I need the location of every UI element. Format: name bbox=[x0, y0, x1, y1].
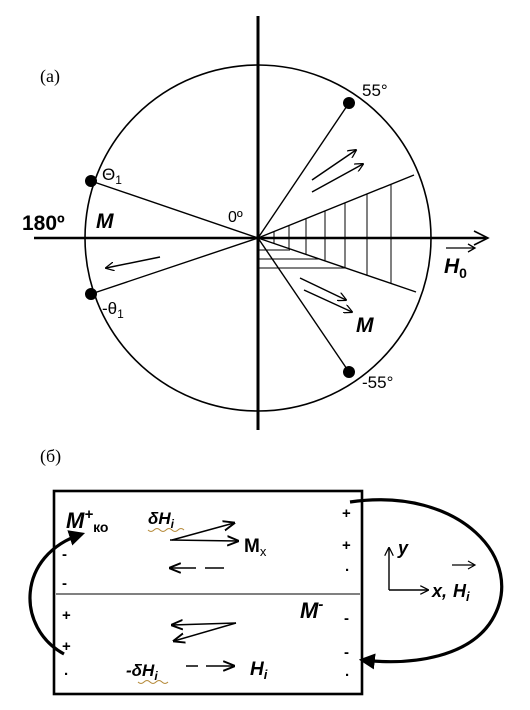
charge-left-top-1: - bbox=[62, 546, 67, 563]
label-theta1: Θ1 bbox=[102, 165, 122, 187]
minus-delta-hi-underline bbox=[137, 680, 169, 684]
dot-minus-theta1 bbox=[85, 288, 97, 300]
arrow-lower-1 bbox=[299, 277, 346, 300]
charge-right-top-2: + bbox=[342, 537, 351, 554]
panel-a-label: (a) bbox=[40, 66, 60, 87]
label-minus55: -55° bbox=[362, 373, 393, 392]
charge-right-bottom-1: - bbox=[344, 610, 349, 627]
upper-field-arrow-2 bbox=[169, 540, 238, 541]
inset-y-label: y bbox=[397, 538, 409, 558]
charge-left-bottom-2: + bbox=[62, 638, 71, 655]
label-0: 0º bbox=[228, 209, 243, 226]
charge-left-bottom-1: + bbox=[62, 607, 71, 624]
upper-field-arrow-1 bbox=[171, 523, 234, 541]
radius-55 bbox=[257, 102, 350, 239]
charge-left-top-2: - bbox=[62, 575, 67, 592]
surface-charges: + + . - - + + . - - . bbox=[62, 505, 351, 680]
label-m-right: M bbox=[356, 314, 374, 337]
label-minus-theta1: -θ1 bbox=[102, 299, 124, 321]
dot-55 bbox=[343, 97, 355, 109]
label-55: 55° bbox=[362, 81, 388, 100]
charge-right-top-3: . bbox=[345, 558, 349, 575]
arrow-left bbox=[106, 256, 161, 268]
label-hi: Hi bbox=[250, 659, 268, 682]
label-delta-hi: δHi bbox=[148, 509, 175, 531]
label-180: 180º bbox=[22, 212, 65, 235]
svg-text:H0: H0 bbox=[444, 255, 467, 281]
label-minus-delta-hi: -δHi bbox=[126, 661, 158, 683]
label-m-minus: M- bbox=[300, 596, 323, 623]
inset-h-label: Hi bbox=[452, 560, 477, 604]
radius-upper-domain bbox=[257, 174, 415, 239]
dot-minus55 bbox=[343, 366, 355, 378]
charge-left-bottom-3: . bbox=[64, 662, 68, 679]
charge-right-top-1: + bbox=[342, 505, 351, 522]
radius-minus55 bbox=[257, 237, 350, 373]
label-m-plus-ko: M+ко bbox=[66, 506, 108, 535]
lower-field-arrow-1 bbox=[172, 623, 237, 625]
radius-minus-theta1 bbox=[90, 237, 259, 295]
panel-b-label: (б) bbox=[40, 446, 61, 467]
sample-rectangle bbox=[52, 489, 364, 696]
h0-label: H0 bbox=[444, 243, 477, 281]
lower-field-arrow-2 bbox=[174, 622, 237, 641]
panel-b: (б) y x, Hi M+ко δHi Mx -δHi bbox=[28, 446, 504, 696]
label-m-left: M bbox=[96, 210, 114, 233]
svg-text:Hi: Hi bbox=[453, 581, 470, 604]
dot-theta1 bbox=[85, 175, 97, 187]
inset-x-label: x, bbox=[431, 581, 447, 601]
right-curved-arrow bbox=[349, 498, 504, 670]
delta-hi-underline bbox=[147, 528, 185, 532]
label-mx: Mx bbox=[244, 536, 267, 559]
charge-right-bottom-2: - bbox=[344, 644, 349, 661]
left-curved-arrow bbox=[28, 530, 86, 656]
h0-axis-arrowhead bbox=[473, 230, 490, 246]
arrow-lower-2 bbox=[303, 289, 352, 312]
radius-theta1 bbox=[90, 180, 259, 239]
hatched-wedge bbox=[258, 184, 392, 284]
panel-a: (a) bbox=[22, 16, 490, 430]
arrow-upper-1 bbox=[311, 150, 356, 181]
radius-lower-domain bbox=[257, 237, 417, 293]
arrow-upper-2 bbox=[311, 164, 363, 193]
charge-right-bottom-3: . bbox=[345, 663, 349, 680]
